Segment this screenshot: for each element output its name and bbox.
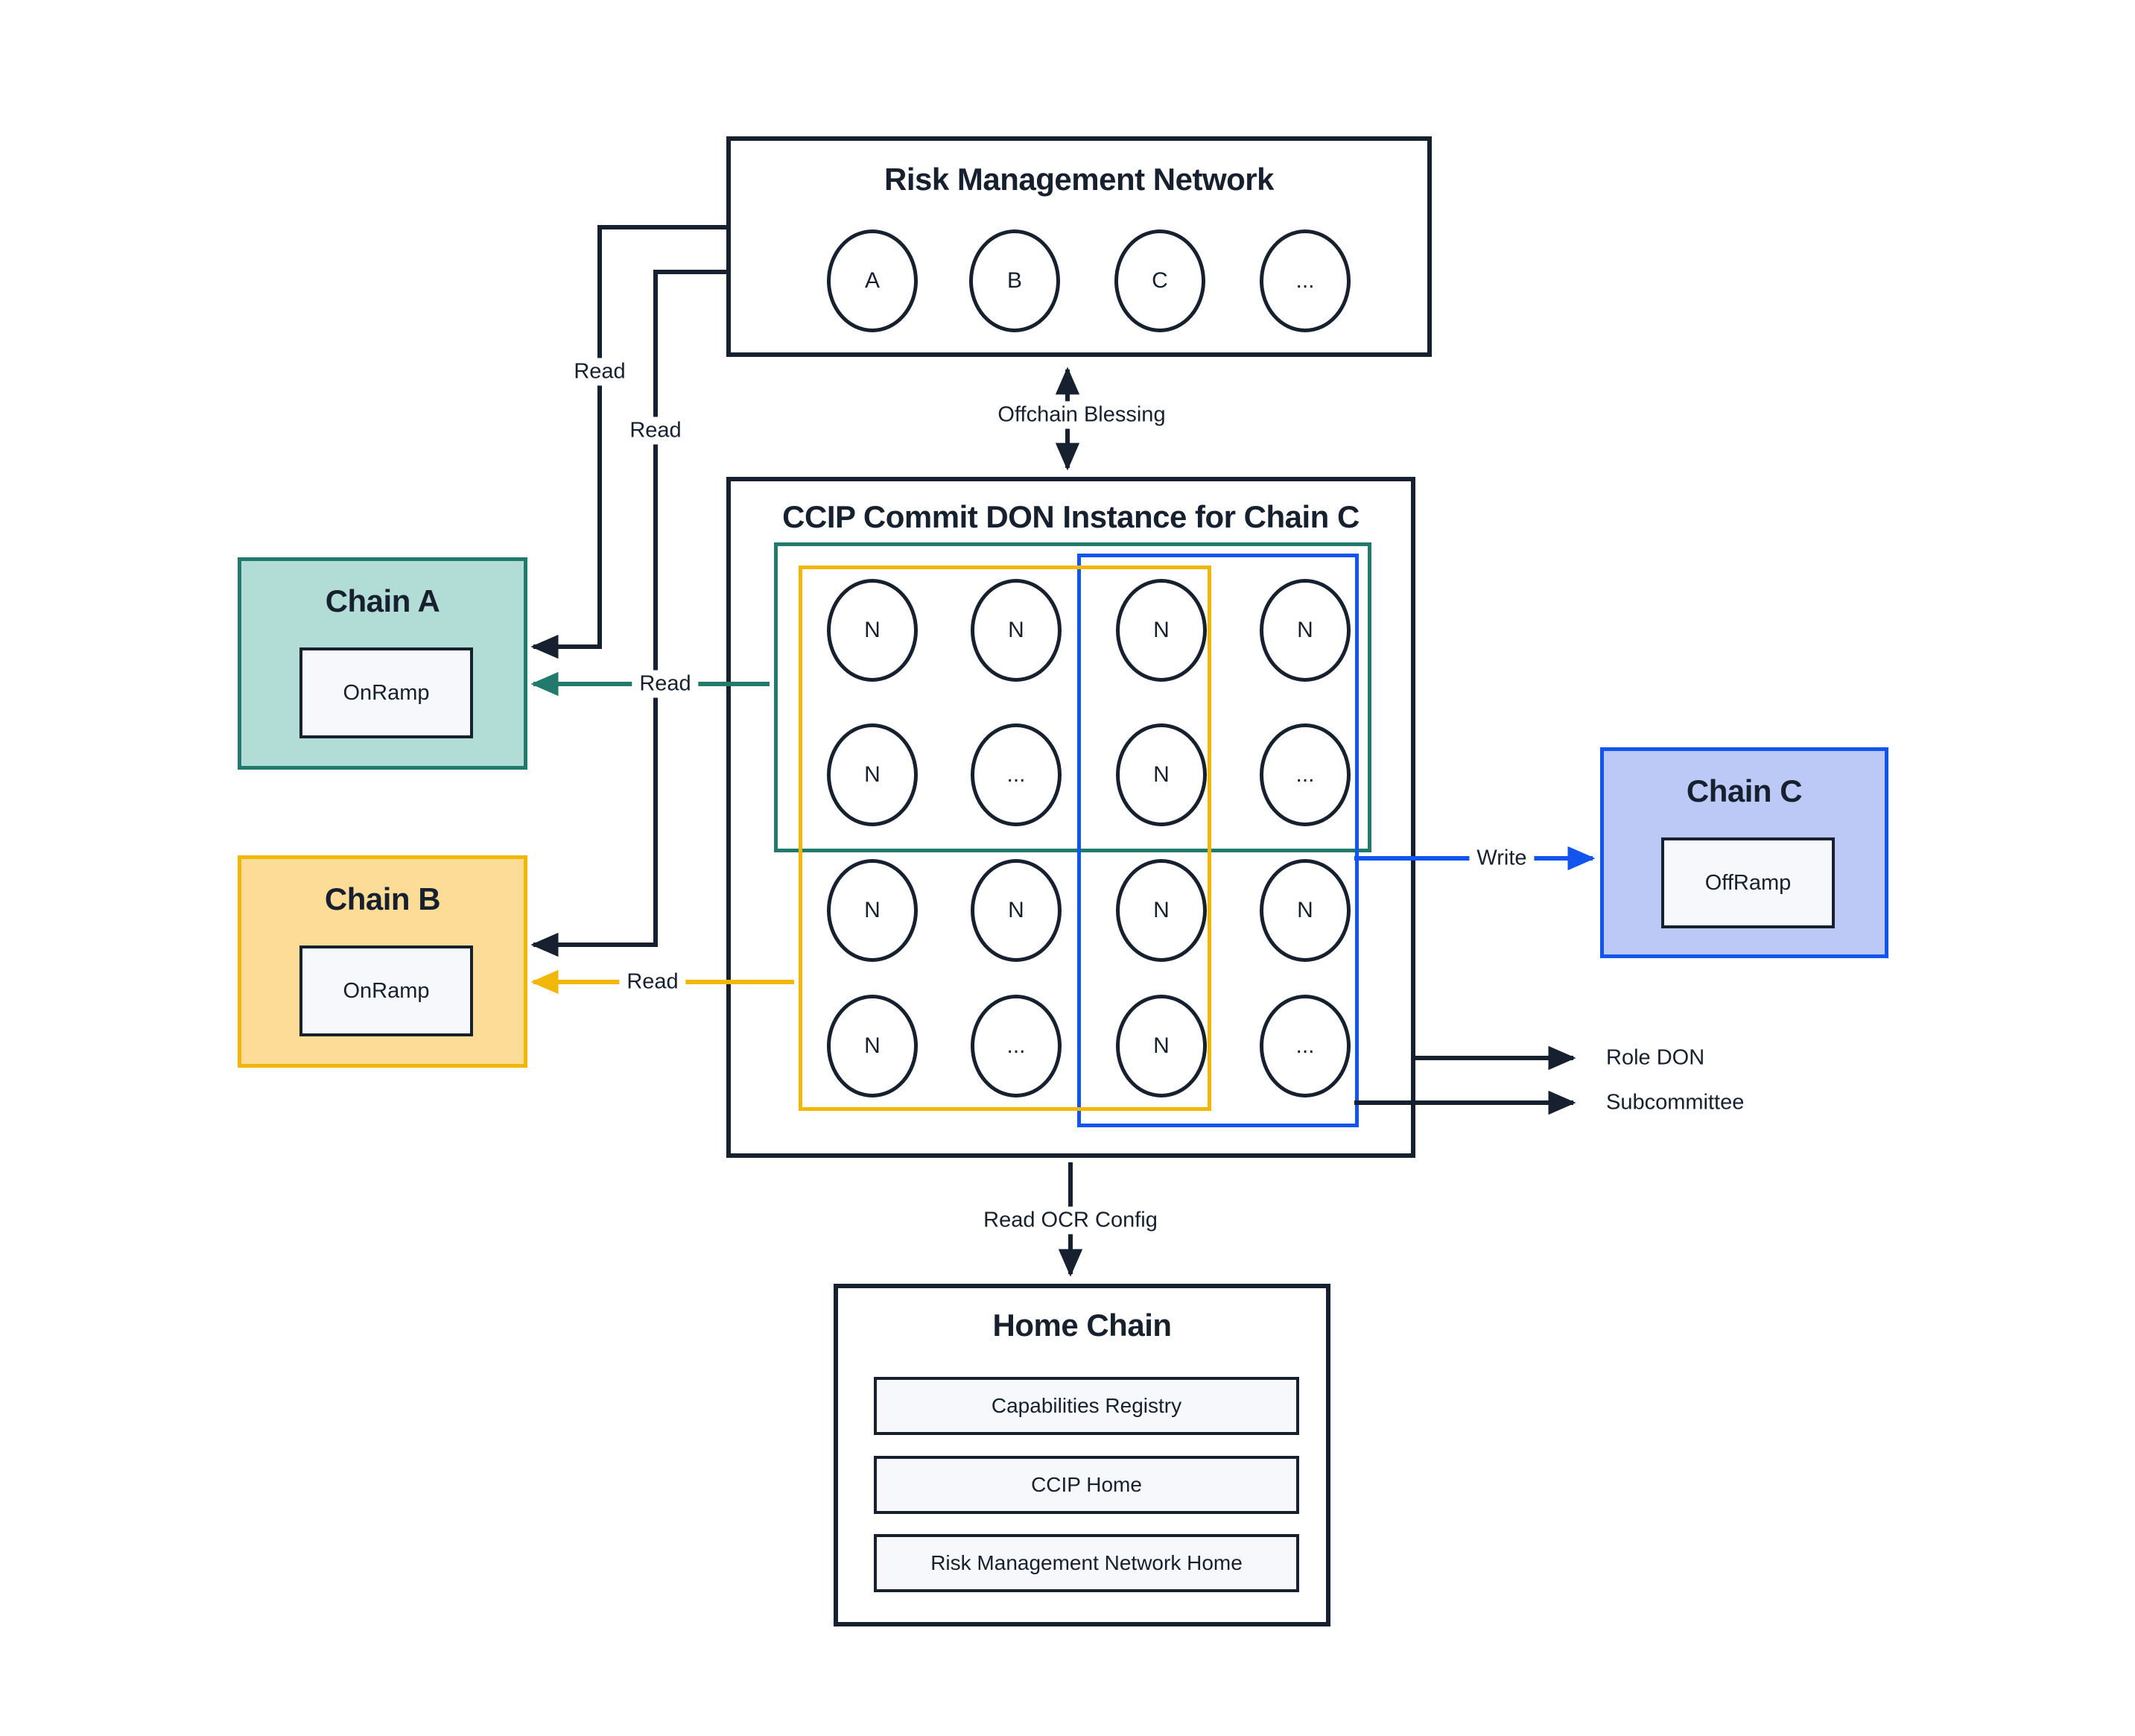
capabilities-registry-panel: Capabilities Registry bbox=[874, 1377, 1299, 1435]
rmn-node-b-label: B bbox=[1006, 268, 1022, 293]
read-label-yellow: Read bbox=[619, 968, 686, 996]
blue-subset-rect bbox=[1077, 554, 1359, 1127]
ccip-commit-don-title: CCIP Commit DON Instance for Chain C bbox=[782, 499, 1360, 534]
yellow-subset-rect bbox=[799, 566, 1211, 1111]
don-node-label: ... bbox=[1006, 762, 1026, 787]
chain-a-title: Chain A bbox=[325, 583, 440, 618]
home-chain-title: Home Chain bbox=[992, 1308, 1172, 1343]
subcommittee-label: Subcommittee bbox=[1603, 1089, 1748, 1117]
teal-subset-rect bbox=[774, 542, 1371, 852]
role-don-label: Role DON bbox=[1603, 1044, 1708, 1072]
chain-c-title: Chain C bbox=[1686, 773, 1803, 808]
read-label-rmn-b: Read bbox=[622, 416, 689, 445]
chain-b-box: Chain B OnRamp bbox=[238, 855, 527, 1068]
don-node-label: N bbox=[1297, 618, 1313, 642]
chain-c-box: Chain C OffRamp bbox=[1600, 747, 1888, 958]
don-node: N bbox=[827, 579, 918, 682]
rmn-node-c: C bbox=[1114, 229, 1205, 332]
chain-b-onramp: OnRamp bbox=[299, 945, 473, 1036]
don-node: N bbox=[1260, 859, 1351, 962]
don-node-label: ... bbox=[1295, 762, 1315, 787]
don-node-label: N bbox=[1153, 1033, 1170, 1058]
don-node: N bbox=[1116, 859, 1207, 962]
home-chain-box: Home Chain Capabilities Registry CCIP Ho… bbox=[834, 1284, 1330, 1626]
don-node: ... bbox=[1260, 995, 1351, 1097]
don-node-label: N bbox=[1297, 898, 1313, 922]
don-node-label: N bbox=[1008, 618, 1024, 642]
don-node: N bbox=[827, 995, 918, 1097]
ccip-commit-don-box: CCIP Commit DON Instance for Chain C N N… bbox=[726, 477, 1415, 1158]
ccip-home-panel: CCIP Home bbox=[874, 1456, 1299, 1514]
don-node-label: N bbox=[1153, 762, 1170, 787]
don-node: N bbox=[827, 723, 918, 826]
don-node-label: N bbox=[864, 898, 881, 922]
offchain-blessing-label: Offchain Blessing bbox=[990, 401, 1173, 429]
don-node: ... bbox=[971, 995, 1062, 1097]
don-node: N bbox=[1260, 579, 1351, 682]
don-node-label: ... bbox=[1295, 1033, 1315, 1058]
read-label-rmn-a: Read bbox=[566, 358, 633, 386]
rmn-node-a: A bbox=[827, 229, 918, 332]
rmn-home-panel: Risk Management Network Home bbox=[874, 1534, 1299, 1592]
rmn-node-a-label: A bbox=[864, 268, 880, 293]
don-node: N bbox=[971, 579, 1062, 682]
chain-b-title: Chain B bbox=[324, 881, 441, 916]
rmn-node-b: B bbox=[969, 229, 1060, 332]
don-node: N bbox=[827, 859, 918, 962]
don-node: N bbox=[1116, 723, 1207, 826]
read-label-teal: Read bbox=[632, 670, 699, 698]
rmn-node-more: ... bbox=[1260, 229, 1351, 332]
risk-management-network-title: Risk Management Network bbox=[884, 162, 1274, 197]
don-node-label: N bbox=[1153, 898, 1170, 922]
don-node: ... bbox=[1260, 723, 1351, 826]
don-node-label: N bbox=[864, 762, 881, 787]
don-node: N bbox=[1116, 995, 1207, 1097]
don-node-label: N bbox=[1153, 618, 1170, 642]
don-node: ... bbox=[971, 723, 1062, 826]
chain-a-onramp: OnRamp bbox=[299, 647, 473, 738]
don-node-label: N bbox=[1008, 898, 1024, 922]
don-node-label: N bbox=[864, 618, 881, 642]
write-label: Write bbox=[1469, 844, 1535, 872]
risk-management-network-box: Risk Management Network A B C ... bbox=[726, 136, 1432, 357]
don-node: N bbox=[1116, 579, 1207, 682]
don-node-label: N bbox=[864, 1033, 881, 1058]
rmn-node-c-label: C bbox=[1152, 268, 1168, 293]
don-node-label: ... bbox=[1006, 1033, 1026, 1058]
read-ocr-config-label: Read OCR Config bbox=[976, 1206, 1165, 1235]
chain-a-box: Chain A OnRamp bbox=[238, 557, 527, 770]
don-node: N bbox=[971, 859, 1062, 962]
rmn-node-more-label: ... bbox=[1295, 268, 1315, 293]
chain-c-offramp: OffRamp bbox=[1661, 837, 1835, 928]
